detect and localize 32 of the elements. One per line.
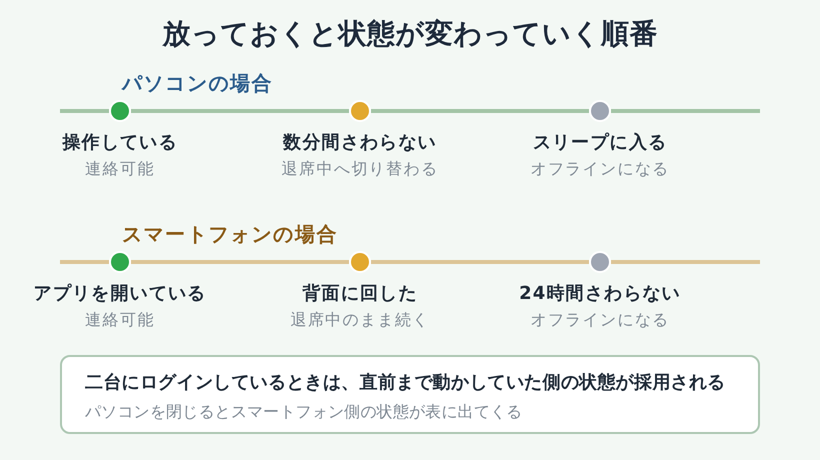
timeline-line bbox=[60, 109, 109, 113]
state-label: アプリを開いている bbox=[34, 282, 206, 306]
state-note: 退席中のまま続く bbox=[290, 309, 430, 331]
timeline-line bbox=[611, 109, 760, 113]
status-dot bbox=[349, 100, 371, 122]
section-heading: パソコンの場合 bbox=[122, 70, 274, 96]
status-dot bbox=[109, 251, 131, 273]
section-heading: スマートフォンの場合 bbox=[122, 221, 338, 247]
state-label: 24時間さわらない bbox=[519, 282, 681, 306]
status-dot bbox=[589, 100, 611, 122]
note-text: 二台にログインしているときは、直前まで動かしていた側の状態が採用される bbox=[85, 371, 726, 395]
timeline-line bbox=[371, 109, 589, 113]
note-box bbox=[60, 355, 760, 434]
state-note: オフラインになる bbox=[530, 309, 670, 331]
timeline-line bbox=[131, 260, 349, 264]
status-dot bbox=[109, 100, 131, 122]
timeline-line bbox=[371, 260, 589, 264]
state-label: 操作している bbox=[62, 131, 178, 155]
status-dot bbox=[589, 251, 611, 273]
state-label: スリープに入る bbox=[532, 131, 668, 155]
state-label: 数分間さわらない bbox=[283, 131, 437, 155]
note-subtext: パソコンを閉じるとスマートフォン側の状態が表に出てくる bbox=[85, 401, 522, 423]
timeline-line bbox=[611, 260, 760, 264]
state-label: 背面に回した bbox=[302, 282, 418, 306]
status-dot bbox=[349, 251, 371, 273]
timeline-line bbox=[131, 109, 349, 113]
state-note: 連絡可能 bbox=[85, 158, 155, 180]
timeline-line bbox=[60, 260, 109, 264]
state-note: オフラインになる bbox=[530, 158, 670, 180]
state-note: 退席中へ切り替わる bbox=[282, 158, 438, 180]
state-note: 連絡可能 bbox=[85, 309, 155, 331]
page-title: 放っておくと状態が変わっていく順番 bbox=[161, 16, 659, 52]
